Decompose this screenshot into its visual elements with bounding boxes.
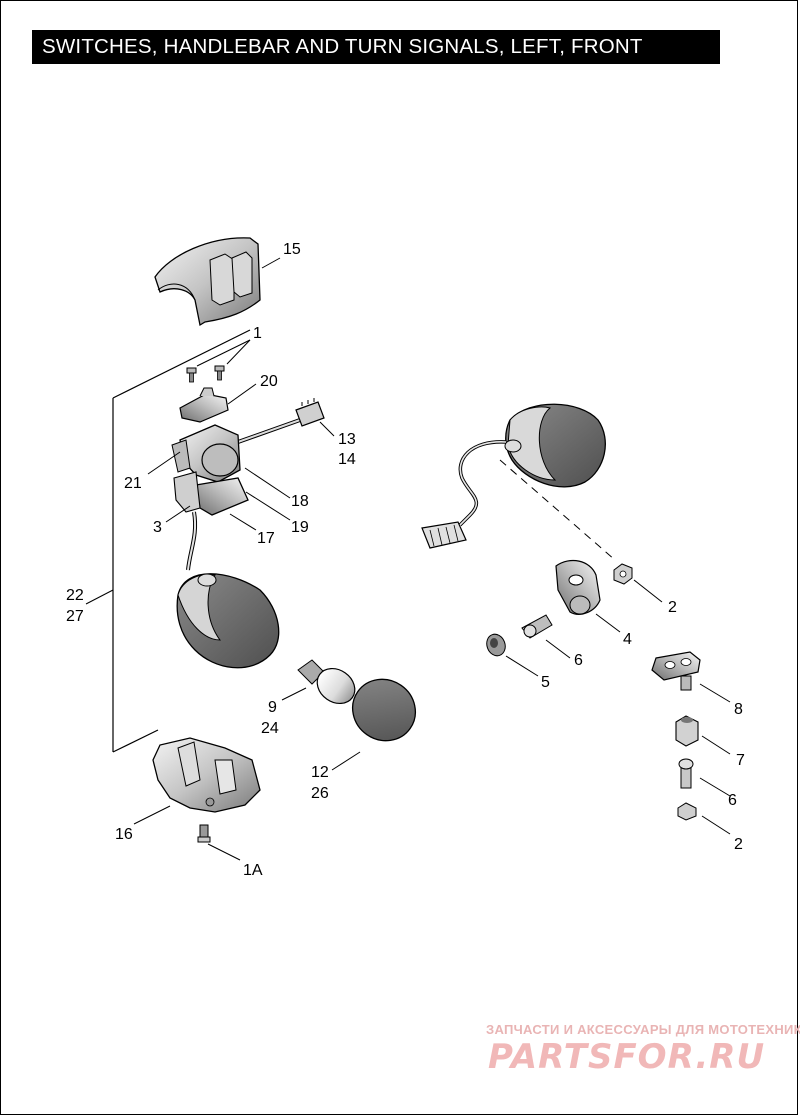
watermark-logo: PARTSFOR.RU [488, 1037, 765, 1077]
switch-assembly [171, 424, 249, 571]
callout-22: 22 [66, 587, 84, 604]
nut-5 [486, 633, 506, 657]
assembly-bracket [112, 329, 251, 753]
callout-13: 13 [338, 431, 356, 448]
callout-3: 3 [153, 519, 162, 536]
callout-21: 21 [124, 475, 142, 492]
callout-2-upper: 2 [668, 599, 677, 616]
turn-signal-right [421, 403, 616, 561]
lens-12-26 [351, 678, 417, 742]
clamp-bracket-20 [179, 387, 229, 423]
stud-6-upper [521, 614, 553, 639]
callout-5: 5 [541, 674, 550, 691]
nut-2-upper [613, 563, 633, 585]
page-title: SWITCHES, HANDLEBAR AND TURN SIGNALS, LE… [32, 30, 720, 64]
callout-6-lower: 6 [728, 792, 737, 809]
callout-14: 14 [338, 451, 356, 468]
lower-switch-housing-16 [152, 737, 261, 813]
stud-6-lower [678, 758, 694, 789]
callout-19: 19 [291, 519, 309, 536]
nut-7 [675, 715, 699, 747]
callout-15: 15 [283, 241, 301, 258]
mount-bracket-4 [555, 559, 601, 615]
turn-signal-left [176, 573, 280, 669]
watermark: ЗАПЧАСТИ И АКСЕССУАРЫ ДЛЯ МОТОТЕХНИКИ PA… [486, 1022, 800, 1077]
callout-labels: 15 1 20 13 14 21 18 19 3 17 22 27 9 24 1… [66, 241, 745, 879]
bulb-9-24 [297, 659, 356, 705]
upper-switch-housing-15 [154, 237, 261, 327]
callout-26: 26 [311, 785, 329, 802]
screw-1a [197, 824, 211, 843]
callout-12: 12 [311, 764, 329, 781]
switch-wire-harness-13-14 [237, 398, 325, 444]
nut-2-lower [677, 802, 697, 821]
callout-2-lower: 2 [734, 836, 743, 853]
mount-plate-8 [651, 651, 701, 691]
screw-1-right [214, 365, 225, 381]
watermark-caption: ЗАПЧАСТИ И АКСЕССУАРЫ ДЛЯ МОТОТЕХНИКИ [486, 1022, 800, 1037]
callout-1a: 1A [243, 862, 263, 879]
callout-27: 27 [66, 608, 84, 625]
leader-lines [85, 257, 731, 861]
callout-18: 18 [291, 493, 309, 510]
callout-17: 17 [257, 530, 275, 547]
screw-1-left [186, 367, 197, 383]
callout-16: 16 [115, 826, 133, 843]
callout-1: 1 [253, 325, 262, 342]
callout-4: 4 [623, 631, 632, 648]
callout-6-upper: 6 [574, 652, 583, 669]
callout-24: 24 [261, 720, 279, 737]
callout-7: 7 [736, 752, 745, 769]
callout-9: 9 [268, 699, 277, 716]
callout-8: 8 [734, 701, 743, 718]
callout-20: 20 [260, 373, 278, 390]
